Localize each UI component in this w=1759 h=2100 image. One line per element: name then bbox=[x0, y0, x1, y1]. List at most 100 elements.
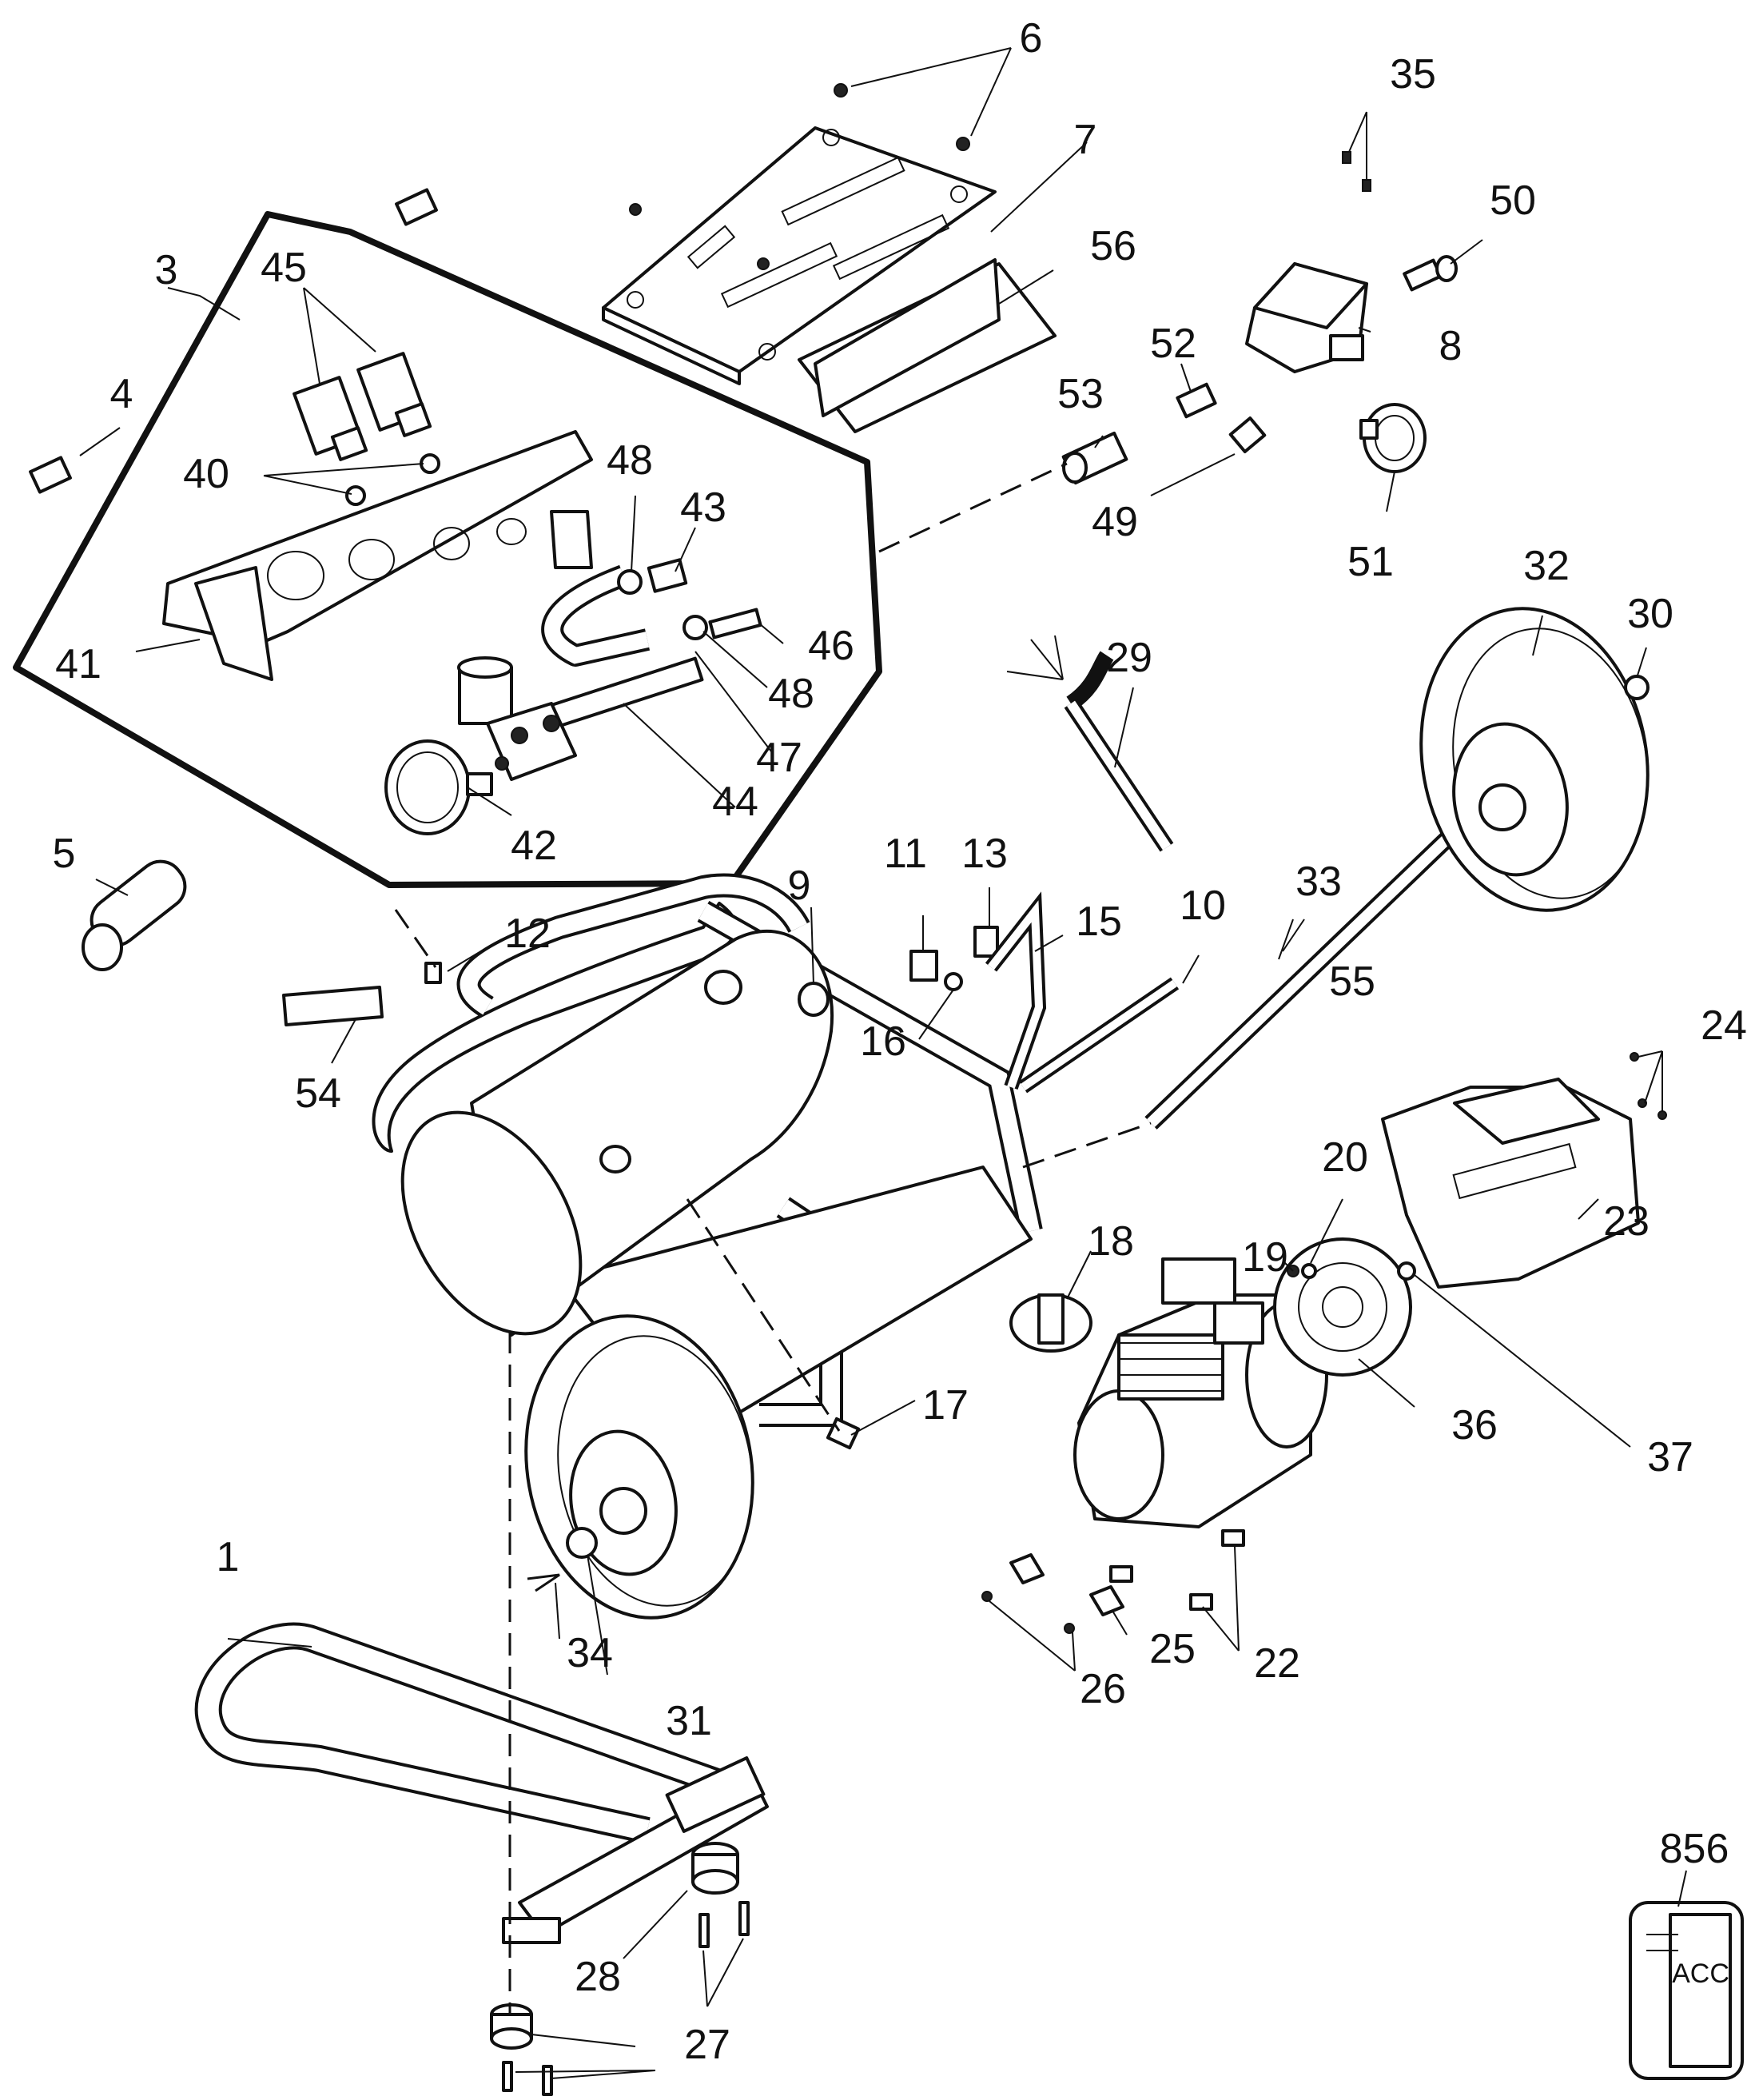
washer-31 bbox=[566, 1527, 598, 1559]
pin-34 bbox=[527, 1573, 560, 1592]
screw-40b bbox=[420, 453, 440, 474]
nut-48b bbox=[683, 615, 708, 640]
kit-label-a: ACC bbox=[1672, 1959, 1729, 1989]
callout-26: 26 bbox=[1080, 1666, 1126, 1712]
callout-22: 22 bbox=[1254, 1640, 1300, 1687]
screw-6a bbox=[834, 83, 848, 98]
screw-37 bbox=[1397, 1261, 1416, 1281]
callout-49: 49 bbox=[1092, 499, 1138, 545]
screw-35a bbox=[1342, 151, 1351, 164]
screw-27b bbox=[738, 1901, 750, 1936]
foot-22b bbox=[1109, 1565, 1133, 1583]
fitting-13 bbox=[973, 926, 999, 958]
dash-tank-17 bbox=[686, 1198, 841, 1432]
fan-36 bbox=[1273, 1237, 1412, 1377]
callout-8: 8 bbox=[1439, 323, 1463, 369]
callout-3: 3 bbox=[155, 247, 178, 293]
bracket-25a bbox=[1009, 1553, 1045, 1584]
callout-35: 35 bbox=[1390, 51, 1436, 98]
screw-26b bbox=[1064, 1623, 1075, 1634]
handle-grip-5 bbox=[82, 859, 187, 971]
callout-18: 18 bbox=[1088, 1218, 1134, 1265]
leader-lines bbox=[79, 47, 1687, 2079]
frame-tube bbox=[372, 902, 738, 1153]
coupler-45b bbox=[356, 352, 432, 437]
gauge-42 bbox=[384, 739, 493, 835]
nipple-52 bbox=[1176, 382, 1217, 419]
callout-23: 23 bbox=[1603, 1198, 1650, 1245]
screw-6d bbox=[757, 257, 770, 270]
filter-18 bbox=[1009, 1293, 1092, 1353]
callout-29: 29 bbox=[1106, 635, 1152, 681]
callout-51: 51 bbox=[1347, 539, 1394, 585]
coupler-4 bbox=[29, 456, 72, 494]
fitting-43 bbox=[647, 558, 688, 593]
fitting-11 bbox=[909, 950, 938, 982]
callout-27: 27 bbox=[684, 2022, 730, 2068]
dash-12 bbox=[394, 909, 437, 968]
assembly-outline-box bbox=[13, 211, 882, 888]
callout-4: 4 bbox=[110, 371, 133, 417]
callout-47: 47 bbox=[756, 735, 802, 781]
callout-37: 37 bbox=[1647, 1434, 1693, 1480]
coupler-45a bbox=[293, 376, 368, 461]
callout-48a: 48 bbox=[607, 437, 653, 484]
screw-26a bbox=[981, 1591, 993, 1602]
manifold-bracket bbox=[162, 430, 593, 681]
handle-1 bbox=[194, 1622, 769, 1944]
callout-43: 43 bbox=[680, 484, 726, 531]
callout-53: 53 bbox=[1057, 371, 1104, 417]
callout-13: 13 bbox=[961, 831, 1008, 877]
callout-24: 24 bbox=[1701, 1002, 1747, 1049]
screw-27a bbox=[698, 1913, 710, 1948]
callout-54: 54 bbox=[295, 1070, 341, 1117]
callout-5: 5 bbox=[53, 831, 76, 877]
cover-side-flap bbox=[814, 258, 1001, 417]
washer-30 bbox=[1624, 675, 1650, 700]
foot-28b bbox=[490, 2003, 533, 2050]
callout-17: 17 bbox=[922, 1382, 969, 1429]
callout-33: 33 bbox=[1295, 859, 1342, 905]
callout-32: 32 bbox=[1523, 543, 1570, 589]
callout-34: 34 bbox=[567, 1630, 613, 1676]
callout-19: 19 bbox=[1242, 1234, 1288, 1281]
callout-41: 41 bbox=[55, 641, 101, 687]
air-tank bbox=[400, 929, 834, 1337]
screw-24c bbox=[1658, 1110, 1667, 1120]
pressure-switch bbox=[1245, 262, 1368, 373]
callout-1: 1 bbox=[217, 1534, 240, 1580]
bracket-25b bbox=[1089, 1585, 1124, 1616]
callout-46: 46 bbox=[808, 623, 854, 669]
callout-52: 52 bbox=[1150, 321, 1196, 367]
nut-48a bbox=[617, 569, 643, 595]
callout-55: 55 bbox=[1329, 958, 1375, 1005]
callout-42: 42 bbox=[511, 823, 557, 869]
regulator bbox=[457, 656, 577, 781]
callout-856: 856 bbox=[1660, 1826, 1729, 1872]
callout-56: 56 bbox=[1090, 223, 1136, 269]
fitting-53 bbox=[1061, 431, 1128, 485]
screw-6c bbox=[629, 203, 642, 216]
foot-22a bbox=[1221, 1529, 1245, 1547]
motor-pump bbox=[1073, 1257, 1328, 1528]
accessory-kit: ACC bbox=[1629, 1901, 1744, 2080]
decal-55 bbox=[1453, 1078, 1600, 1145]
callout-25: 25 bbox=[1149, 1626, 1196, 1672]
callout-20: 20 bbox=[1322, 1134, 1368, 1181]
cover-plate bbox=[602, 126, 997, 385]
screw-40a bbox=[345, 485, 366, 506]
shroud bbox=[1381, 1078, 1640, 1289]
screw-27c bbox=[502, 2061, 513, 2092]
screw-6b bbox=[956, 137, 970, 151]
callout-31: 31 bbox=[666, 1698, 712, 1744]
fitting-9 bbox=[798, 982, 830, 1017]
screw-24b bbox=[1638, 1098, 1647, 1108]
callout-labels: 6 7 35 50 56 8 52 53 49 51 32 30 29 33 3… bbox=[53, 15, 1747, 2068]
callout-6: 6 bbox=[1020, 15, 1043, 62]
fitting-50 bbox=[1403, 255, 1458, 292]
wheel-32 bbox=[1419, 607, 1650, 912]
callout-36: 36 bbox=[1451, 1402, 1498, 1448]
callout-12: 12 bbox=[504, 911, 551, 957]
callout-48b: 48 bbox=[768, 671, 814, 717]
